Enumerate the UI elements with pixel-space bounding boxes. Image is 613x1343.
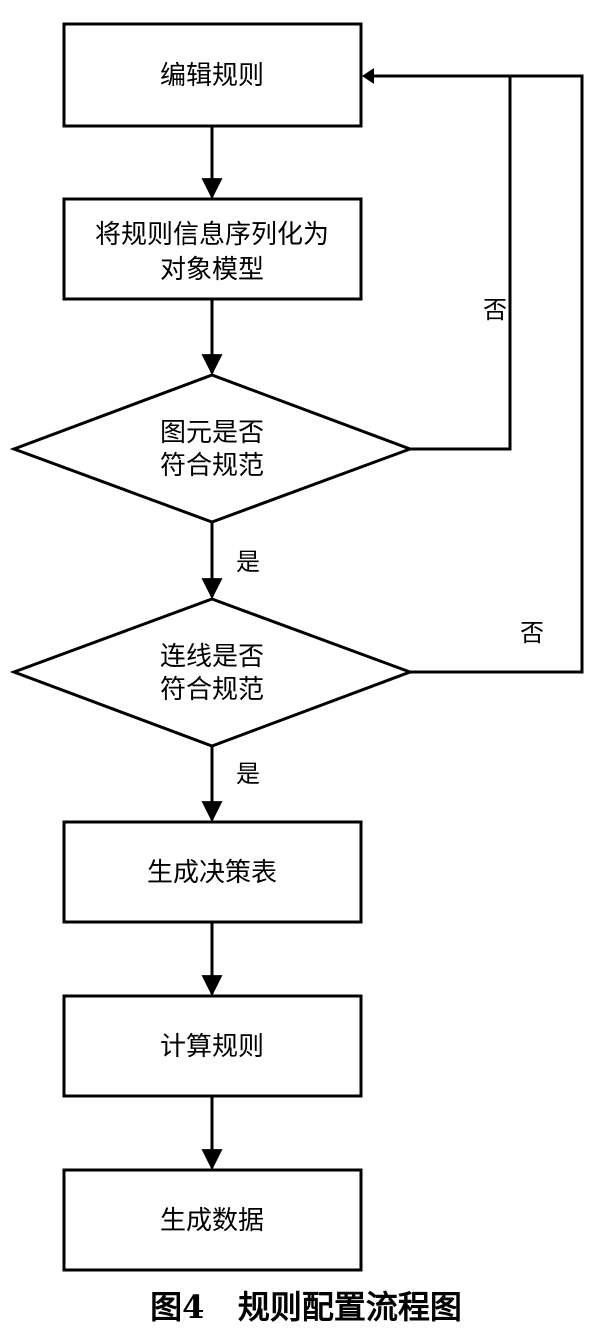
gen-table-box: 生成决策表: [62, 820, 363, 924]
loop-link-no: [366, 74, 584, 674]
check-link-label-line1: 连线是否: [160, 642, 264, 672]
label-link-no: 否: [520, 619, 544, 647]
edit-rule-box: 编辑规则: [62, 22, 363, 128]
loop-element-no: [366, 74, 512, 451]
serialize-label-line2: 对象模型: [160, 255, 264, 285]
figure-caption: 图4 规则配置流程图: [150, 1288, 462, 1326]
gen-data-label: 生成数据: [160, 1206, 264, 1236]
label-element-no: 否: [483, 296, 507, 324]
serialize-box: 将规则信息序列化为 对象模型: [62, 197, 363, 301]
check-link-diamond: 连线是否 符合规范: [9, 597, 415, 748]
calc-rule-label: 计算规则: [160, 1032, 264, 1062]
label-element-yes: 是: [236, 548, 260, 576]
edit-rule-label: 编辑规则: [160, 61, 264, 91]
serialize-label-line1: 将规则信息序列化为: [95, 220, 329, 250]
loop-arrowhead: [362, 68, 374, 84]
check-link-label-line2: 符合规范: [160, 675, 264, 705]
check-element-label-line2: 符合规范: [160, 451, 264, 481]
gen-data-box: 生成数据: [62, 1168, 363, 1272]
calc-rule-box: 计算规则: [62, 994, 363, 1098]
label-link-yes: 是: [236, 760, 260, 788]
gen-table-label: 生成决策表: [147, 858, 277, 888]
check-element-label-line1: 图元是否: [160, 418, 264, 448]
check-element-diamond: 图元是否 符合规范: [9, 373, 415, 524]
